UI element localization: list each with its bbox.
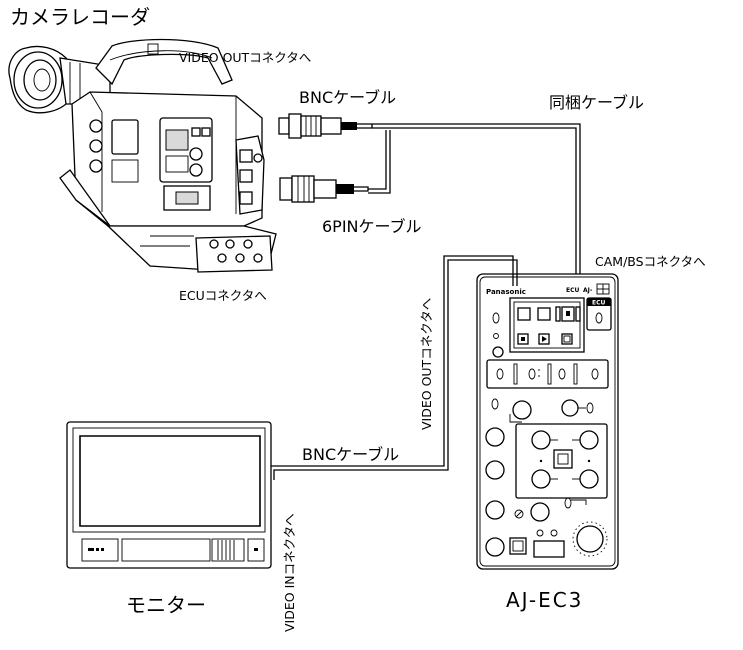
video-out-connector-vertical-label: VIDEO OUTコネクタへ [419, 298, 434, 430]
bnc-cable-top [278, 113, 373, 139]
camera-title: カメラレコーダ [10, 5, 150, 29]
panel-brand: Panasonic [486, 288, 526, 296]
monitor-title: モニター [126, 593, 206, 617]
six-pin-cable-label: 6PINケーブル [322, 217, 422, 236]
camera-recorder-illustration [8, 38, 277, 273]
model-name: AJ-EC3 [506, 588, 583, 612]
cable-path-composite [372, 123, 581, 262]
composite-cable-label: 同梱ケーブル [549, 93, 644, 112]
monitor-illustration [66, 421, 272, 569]
panel-ecu-text: ECU [566, 287, 580, 294]
panel-ecu-badge: ECU [592, 300, 606, 307]
cam-bs-connector-label: CAM/BSコネクタへ [595, 254, 706, 269]
panel-model-short: AJ- [583, 287, 593, 294]
bnc-cable-bottom-label: BNCケーブル [302, 445, 399, 464]
ecu-connector-label: ECUコネクタへ [179, 288, 267, 303]
ecu-controller: Panasonic ECU AJ- ECU [476, 273, 619, 570]
video-in-connector-label: VIDEO INコネクタへ [282, 513, 297, 632]
bnc-cable-top-label: BNCケーブル [299, 88, 396, 107]
video-out-connector-label: VIDEO OUTコネクタへ [179, 50, 311, 65]
six-pin-cable [279, 175, 369, 203]
